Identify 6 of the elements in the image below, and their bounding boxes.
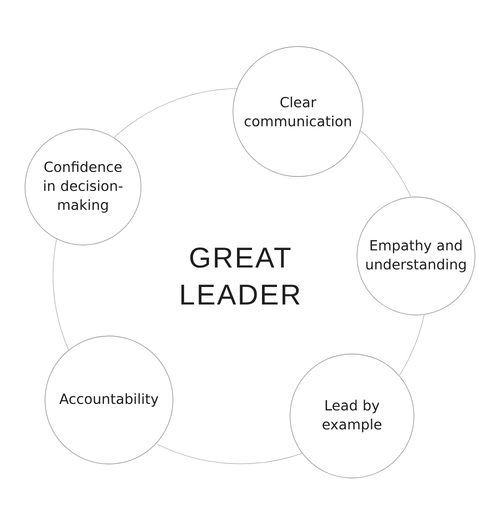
- connector-arc: [399, 314, 424, 376]
- connector-arc: [113, 88, 238, 138]
- connector-arc: [52, 238, 70, 351]
- center-heading: GREAT LEADER: [181, 248, 300, 304]
- connector-arc: [156, 444, 303, 464]
- connector-arc: [360, 130, 411, 197]
